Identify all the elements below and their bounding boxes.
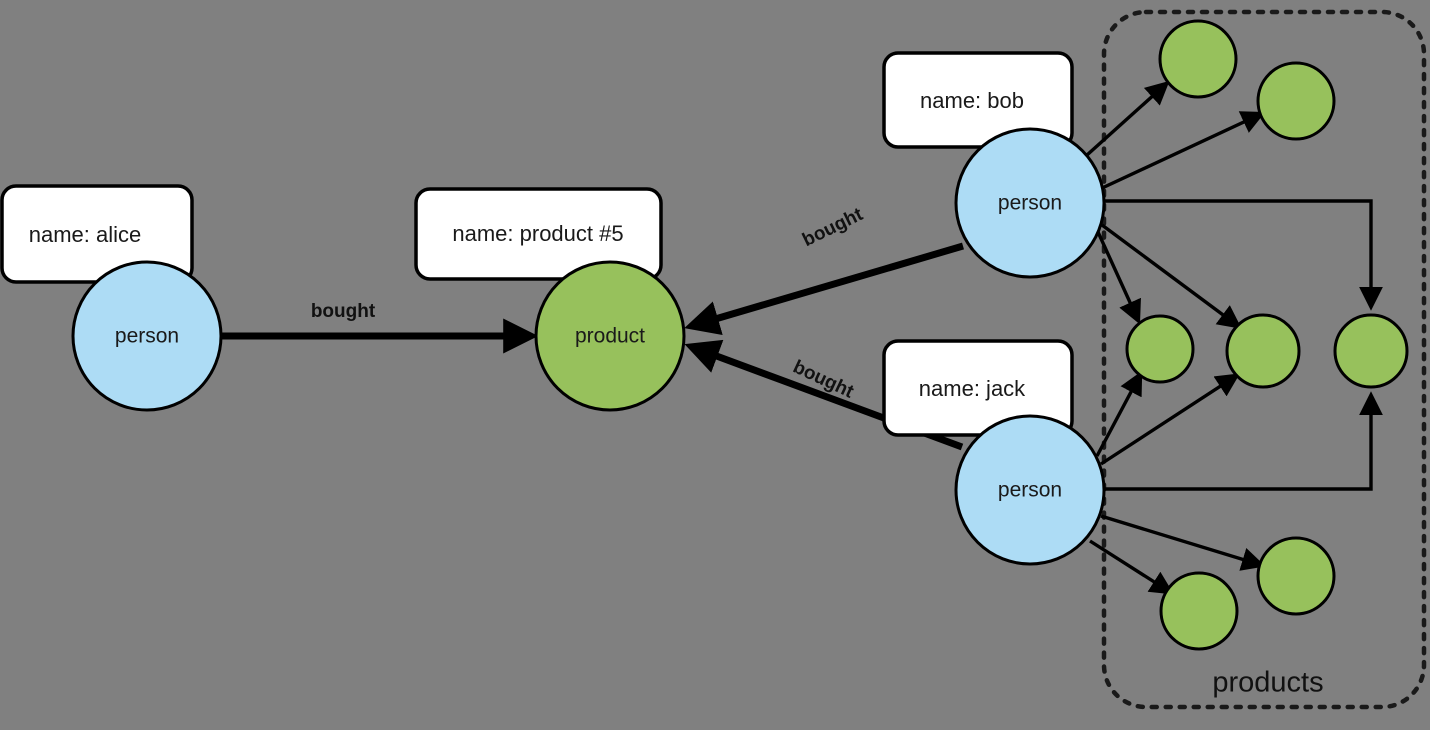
product-node-p7[interactable] <box>1256 536 1336 616</box>
person-node-alice-label: person <box>115 325 179 348</box>
edge-jack-p3 <box>1095 370 1143 457</box>
person-node-jack-label: person <box>998 479 1062 502</box>
edge-jack-p7 <box>1100 514 1266 571</box>
products-group-label: products <box>1212 667 1323 699</box>
product-node-p6[interactable] <box>1159 571 1239 651</box>
node-alice[interactable]: person <box>71 260 223 412</box>
product-node-main-label: product <box>575 325 645 348</box>
tooltip-product-box <box>414 187 663 281</box>
person-node-bob[interactable] <box>954 127 1106 279</box>
edge-label-alice-product: bought <box>311 301 376 322</box>
product-node-main[interactable] <box>534 260 686 412</box>
node-bob[interactable]: person <box>954 127 1106 279</box>
edges-jack-products <box>1089 370 1383 595</box>
edge-bob-p4 <box>1100 223 1242 329</box>
product-node-p1[interactable] <box>1158 19 1238 99</box>
products-group-frame <box>1101 9 1427 710</box>
edge-bob-p1 <box>1085 80 1170 157</box>
edges-bob-products <box>1085 80 1383 329</box>
tooltip-jack: name: jack <box>882 339 1074 437</box>
node-jack[interactable]: person <box>954 414 1106 566</box>
product-node-p4[interactable] <box>1225 313 1301 389</box>
edge-jack-p5 <box>1103 391 1383 491</box>
tooltip-product-text: name: product #5 <box>452 221 623 246</box>
tooltip-bob-text: name: bob <box>920 88 1024 113</box>
tooltip-bob-box <box>882 51 1074 149</box>
person-node-jack[interactable] <box>954 414 1106 566</box>
edge-label-bob-product: bought <box>799 204 867 251</box>
tooltip-jack-box <box>882 339 1074 437</box>
tooltip-alice-text: name: alice <box>29 222 142 247</box>
edge-bob-p2 <box>1099 111 1266 191</box>
edge-bob-p3 <box>1096 231 1141 325</box>
tooltip-product: name: product #5 <box>414 187 663 281</box>
edge-bob-p5 <box>1103 199 1383 311</box>
node-product[interactable]: product <box>534 260 686 412</box>
tooltip-bob: name: bob <box>882 51 1074 149</box>
edge-jack-p4 <box>1100 373 1240 466</box>
product-nodes-group <box>1125 19 1409 651</box>
product-node-p2[interactable] <box>1256 61 1336 141</box>
product-node-p5[interactable] <box>1333 313 1409 389</box>
edge-jack-p6 <box>1089 539 1175 595</box>
tooltip-jack-text: name: jack <box>919 376 1026 401</box>
product-node-p3[interactable] <box>1125 314 1195 384</box>
person-node-bob-label: person <box>998 192 1062 215</box>
person-node-alice[interactable] <box>71 260 223 412</box>
edge-bob-product <box>684 242 964 336</box>
